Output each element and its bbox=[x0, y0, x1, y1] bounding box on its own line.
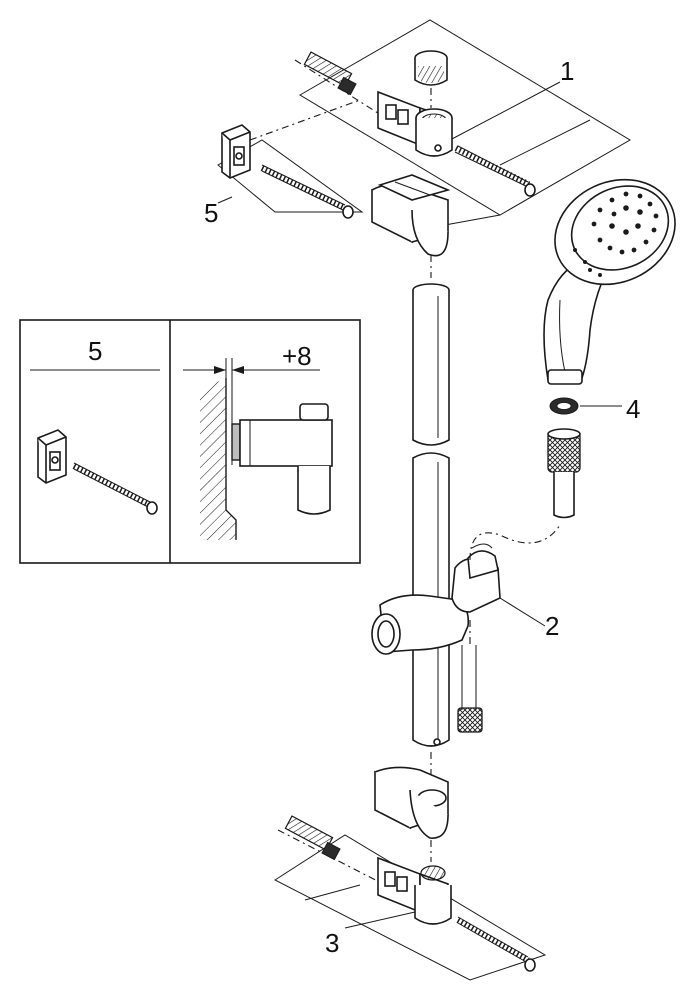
callout-3: 3 bbox=[325, 928, 339, 958]
callout-1: 1 bbox=[560, 56, 574, 86]
seal-washer bbox=[549, 397, 622, 415]
inset-dimension-label: +8 bbox=[282, 341, 312, 371]
end-cap-top bbox=[414, 50, 448, 86]
shower-rail bbox=[412, 283, 450, 775]
slider-holder bbox=[371, 524, 561, 733]
wall-bracket-top bbox=[377, 90, 453, 157]
wall-spacer-assembly bbox=[217, 99, 364, 219]
screw-top-right bbox=[454, 145, 536, 197]
callout-frame-3 bbox=[273, 834, 547, 981]
spray-nozzles bbox=[573, 191, 659, 277]
inset-wall-spacer bbox=[37, 429, 158, 515]
inset-wall-section bbox=[200, 378, 237, 540]
callout-5: 5 bbox=[204, 198, 218, 228]
hose-top-fitting bbox=[547, 428, 581, 519]
inset-detail-box: 5 +8 bbox=[19, 319, 361, 564]
callout-4: 4 bbox=[626, 394, 640, 424]
inset-left-title: 5 bbox=[88, 336, 102, 366]
callout-frame-1 bbox=[299, 19, 631, 216]
bottom-bracket-assembly bbox=[273, 766, 547, 981]
top-bracket-assembly bbox=[294, 19, 631, 278]
inset-bracket-section bbox=[231, 403, 333, 515]
callout-2: 2 bbox=[545, 611, 559, 641]
bracket-cover-top bbox=[371, 174, 451, 257]
hand-shower bbox=[543, 178, 676, 385]
